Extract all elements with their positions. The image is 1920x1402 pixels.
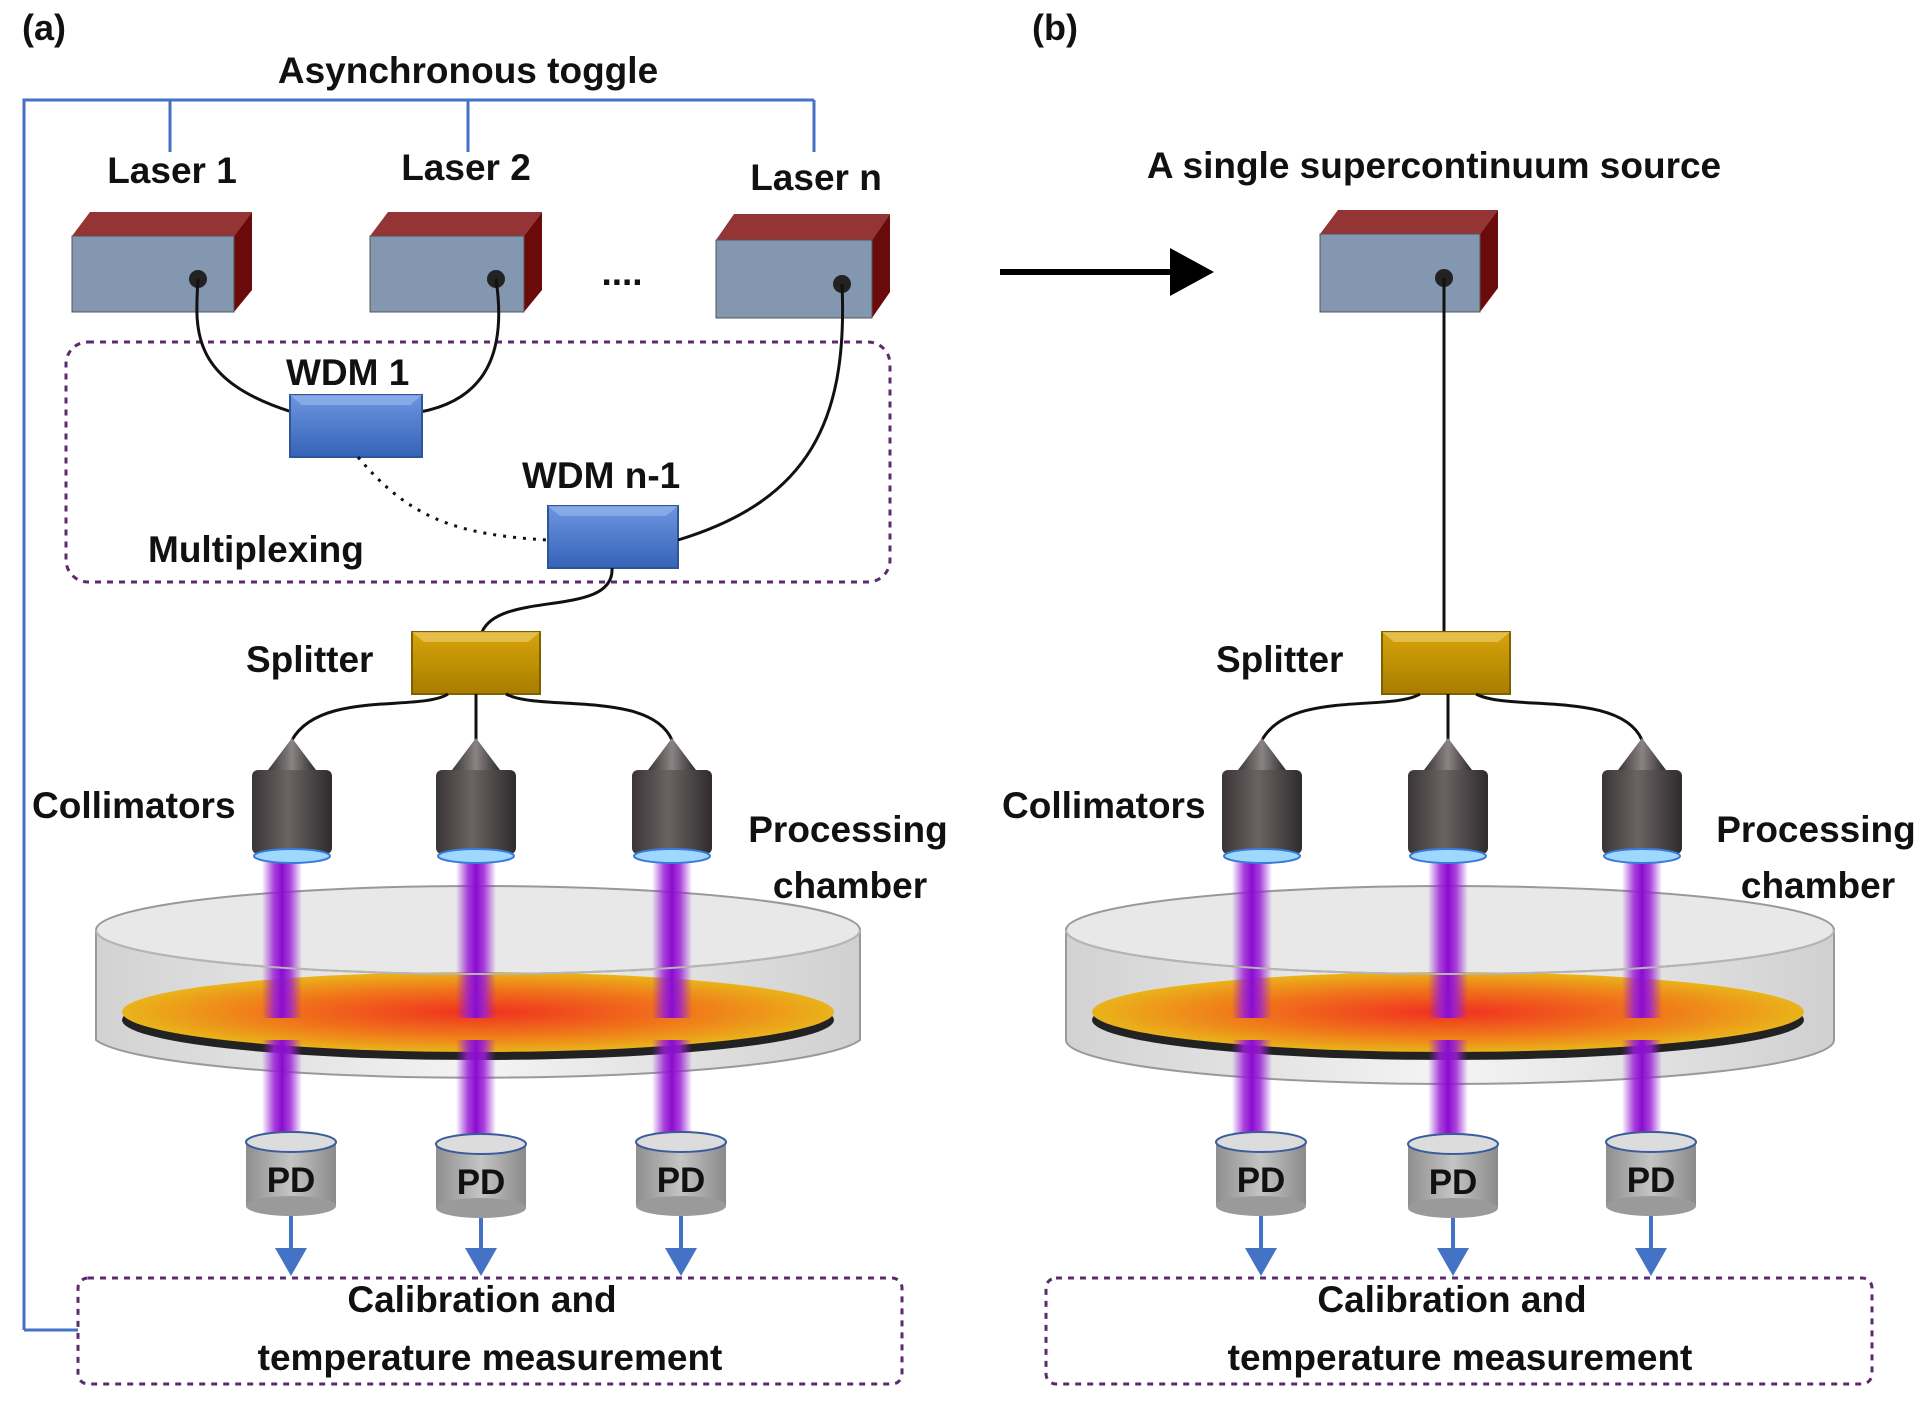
chamber-a-label-1: Processing [748, 809, 947, 850]
beams-b [1232, 848, 1662, 1180]
laser-1-label: Laser 1 [107, 150, 237, 191]
laser-2-box [369, 212, 542, 313]
chamber-b-label-2: chamber [1741, 865, 1895, 906]
splitter-a-box [411, 631, 541, 695]
chamber-b-rim [1065, 929, 1835, 975]
chamber-a-rim [95, 929, 861, 975]
collimator-a-3 [632, 738, 712, 864]
calibration-a-line2: temperature measurement [258, 1337, 723, 1378]
splitter-a-label: Splitter [246, 639, 373, 680]
fiber-wdm-splitter [480, 567, 614, 633]
calibration-box-a [76, 1276, 904, 1386]
panel-a: (a) Asynchronous toggle Laser 1 Laser 2 … [22, 7, 948, 1386]
supercontinuum-box [1319, 210, 1498, 313]
source-label: A single supercontinuum source [1147, 145, 1721, 186]
laser-n-box [715, 214, 890, 319]
collimator-b-1 [1222, 738, 1302, 864]
calibration-a-line1: Calibration and [347, 1279, 616, 1320]
fiber-split-b-1 [1260, 692, 1421, 741]
laser-n-label: Laser n [750, 157, 882, 198]
pd-b-2-label: PD [1429, 1163, 1478, 1202]
fiber-lasern-wdm [677, 283, 845, 542]
toggle-bracket [22, 98, 814, 1330]
calibration-box-b [1044, 1276, 1874, 1386]
pd-arrows-b [1245, 1216, 1667, 1276]
pd-arrows-a [275, 1216, 697, 1276]
pd-b-2 [1407, 1133, 1499, 1218]
laser-1-box [71, 212, 252, 313]
chamber-b-label-1: Processing [1716, 809, 1915, 850]
panel-b-label: (b) [1032, 7, 1078, 48]
pd-b-3-label: PD [1627, 1161, 1676, 1200]
pd-a-3-label: PD [657, 1161, 706, 1200]
chamber-a-label-2: chamber [773, 865, 927, 906]
fiber-laser1-wdm1 [195, 278, 293, 414]
fiber-split-coll-3 [505, 692, 674, 741]
collimators-a-label: Collimators [32, 785, 236, 826]
pd-a-2 [435, 1133, 527, 1218]
wdm-1-label: WDM 1 [286, 352, 409, 393]
toggle-label: Asynchronous toggle [278, 50, 658, 91]
collimator-a-1 [252, 738, 332, 864]
laser-2-label: Laser 2 [401, 147, 531, 188]
splitter-b-label: Splitter [1216, 639, 1343, 680]
pd-a-1 [245, 1131, 337, 1216]
splitter-b-box [1381, 631, 1511, 695]
laser-ellipsis: .... [601, 252, 642, 293]
panel-a-label: (a) [22, 7, 66, 48]
calibration-b-line2: temperature measurement [1228, 1337, 1693, 1378]
pd-a-3 [635, 1131, 727, 1216]
fiber-laser2-wdm1 [419, 278, 501, 414]
transition-arrow [1000, 248, 1214, 296]
pd-a-1-label: PD [267, 1161, 316, 1200]
wdm-n-1-label: WDM n-1 [522, 455, 680, 496]
wdm-1-box [289, 394, 423, 458]
pd-b-3 [1605, 1131, 1697, 1216]
fiber-split-b-3 [1475, 692, 1644, 741]
collimator-b-3 [1602, 738, 1682, 864]
multiplexing-box [64, 340, 892, 584]
multiplexing-label: Multiplexing [148, 529, 364, 570]
collimator-b-2 [1408, 738, 1488, 864]
fiber-split-coll-1 [290, 692, 449, 741]
calibration-b-line1: Calibration and [1317, 1279, 1586, 1320]
collimator-a-2 [436, 738, 516, 864]
pd-b-1 [1215, 1131, 1307, 1216]
panel-b: (b) A single supercontinuum source Split… [1002, 7, 1916, 1386]
wdm-chain-dots [356, 456, 549, 542]
wdm-n-1-box [547, 505, 679, 569]
pd-a-2-label: PD [457, 1163, 506, 1202]
collimators-b-label: Collimators [1002, 785, 1206, 826]
pd-b-1-label: PD [1237, 1161, 1286, 1200]
